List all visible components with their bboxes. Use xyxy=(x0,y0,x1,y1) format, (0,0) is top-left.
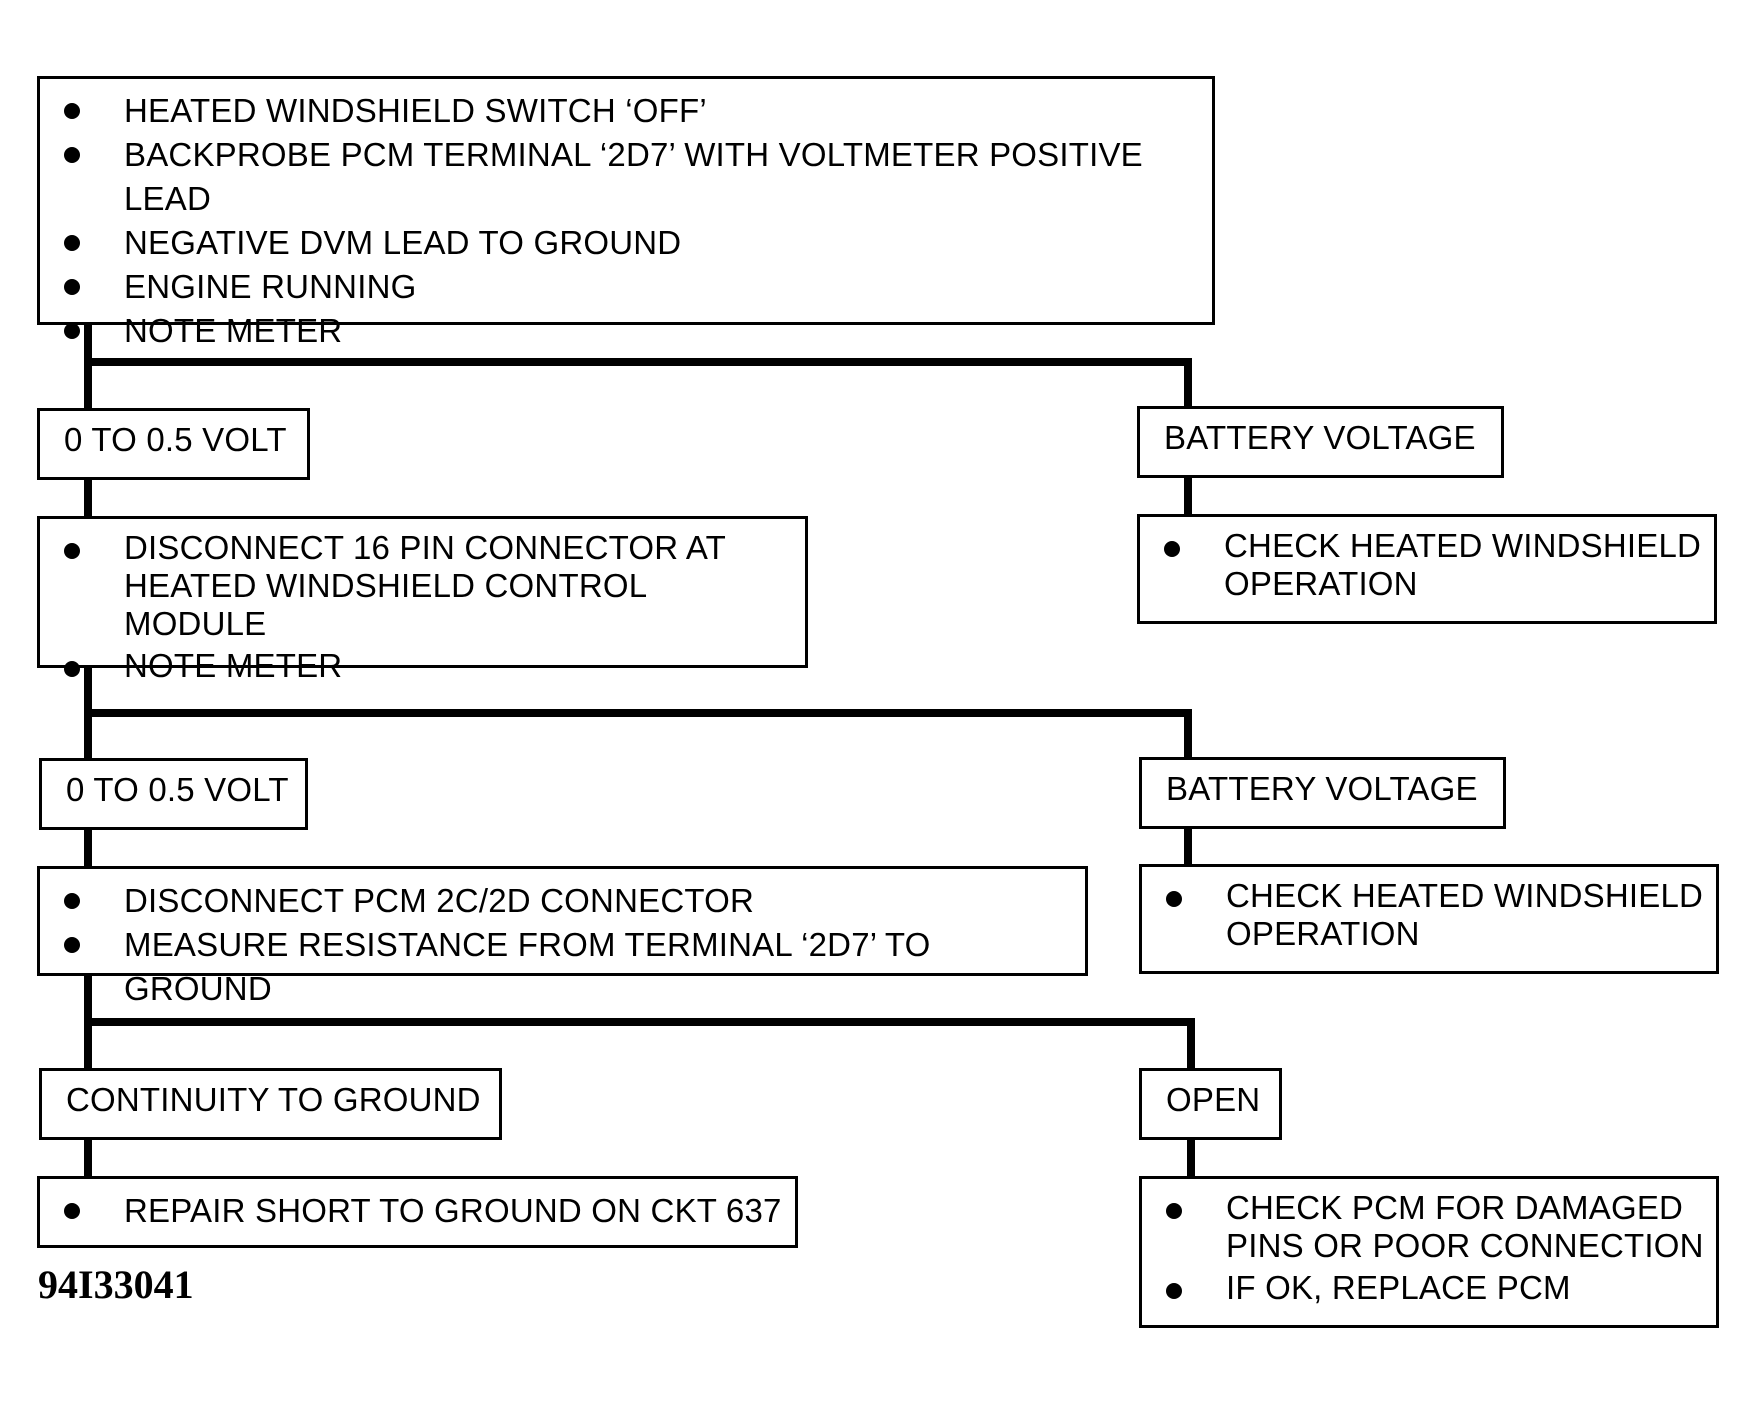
start-step-2: BACKPROBE PCM TERMINAL ‘2D7’ WITH VOLTME… xyxy=(40,133,1202,221)
connector-branch-2 xyxy=(84,709,1192,717)
action-list-repair-short: REPAIR SHORT TO GROUND ON CKT 637 xyxy=(40,1189,785,1233)
connector-left-2 xyxy=(84,828,92,870)
start-instructions-list: HEATED WINDSHIELD SWITCH ‘OFF’ BACKPROBE… xyxy=(40,89,1202,353)
connector-start-down xyxy=(84,325,92,410)
action-list-disconnect-pcm: DISCONNECT PCM 2C/2D CONNECTOR MEASURE R… xyxy=(40,879,1075,1011)
action-check-windshield-2: CHECK HEATED WINDSHIELD OPERATION xyxy=(1142,877,1706,953)
action-repair-short: REPAIR SHORT TO GROUND ON CKT 637 xyxy=(40,1189,785,1233)
start-step-1: HEATED WINDSHIELD SWITCH ‘OFF’ xyxy=(40,89,1202,133)
result-box-battery-voltage-1: BATTERY VOLTAGE xyxy=(1137,406,1504,478)
action-check-pcm-pins: CHECK PCM FOR DAMAGED PINS OR POOR CONNE… xyxy=(1142,1189,1706,1265)
action-list-check-windshield-1: CHECK HEATED WINDSHIELD OPERATION xyxy=(1140,527,1704,603)
action-box-check-pcm: CHECK PCM FOR DAMAGED PINS OR POOR CONNE… xyxy=(1139,1176,1719,1328)
connector-branch-3-right xyxy=(1187,1018,1195,1070)
action-box-disconnect-16-pin: DISCONNECT 16 PIN CONNECTOR AT HEATED WI… xyxy=(37,516,808,684)
start-step-3: NEGATIVE DVM LEAD TO GROUND xyxy=(40,221,1202,265)
result-box-battery-voltage-2: BATTERY VOLTAGE xyxy=(1139,757,1506,829)
result-box-open: OPEN xyxy=(1139,1068,1282,1140)
connector-branch-2-right xyxy=(1184,709,1192,761)
result-box-continuity-to-ground: CONTINUITY TO GROUND xyxy=(39,1068,502,1140)
connector-branch-3 xyxy=(84,1018,1195,1026)
connector-branch-1 xyxy=(84,358,1192,366)
connector-right-3 xyxy=(1187,1138,1195,1180)
connector-branch-1-right xyxy=(1184,358,1192,408)
action-box-check-windshield-1: CHECK HEATED WINDSHIELD OPERATION xyxy=(1137,514,1717,624)
action-box-disconnect-pcm: DISCONNECT PCM 2C/2D CONNECTOR MEASURE R… xyxy=(37,866,1088,1007)
connector-left-3 xyxy=(84,1138,92,1180)
result-box-low-voltage-1: 0 TO 0.5 VOLT xyxy=(37,408,310,480)
action-measure-resistance: MEASURE RESISTANCE FROM TERMINAL ‘2D7’ T… xyxy=(40,923,1075,1011)
connector-left-1 xyxy=(84,478,92,518)
figure-id: 94I33041 xyxy=(38,1262,194,1307)
start-step-4: ENGINE RUNNING xyxy=(40,265,1202,309)
action-disconnect-pcm-connector: DISCONNECT PCM 2C/2D CONNECTOR xyxy=(40,879,1075,923)
result-box-low-voltage-2: 0 TO 0.5 VOLT xyxy=(39,758,308,830)
action-box-repair-short: REPAIR SHORT TO GROUND ON CKT 637 xyxy=(37,1176,798,1248)
connector-right-2 xyxy=(1184,826,1192,868)
action-list-check-pcm: CHECK PCM FOR DAMAGED PINS OR POOR CONNE… xyxy=(1142,1189,1706,1307)
action-list-disconnect-16-pin: DISCONNECT 16 PIN CONNECTOR AT HEATED WI… xyxy=(40,529,795,685)
action-replace-pcm: IF OK, REPLACE PCM xyxy=(1142,1269,1706,1307)
action-note-meter: NOTE METER xyxy=(40,647,795,685)
action-check-windshield-1: CHECK HEATED WINDSHIELD OPERATION xyxy=(1140,527,1704,603)
action-list-check-windshield-2: CHECK HEATED WINDSHIELD OPERATION xyxy=(1142,877,1706,953)
start-instructions-box: HEATED WINDSHIELD SWITCH ‘OFF’ BACKPROBE… xyxy=(37,76,1215,349)
action-disconnect-16-pin: DISCONNECT 16 PIN CONNECTOR AT HEATED WI… xyxy=(40,529,795,643)
start-step-5: NOTE METER xyxy=(40,309,1202,353)
connector-right-1 xyxy=(1184,476,1192,518)
action-box-check-windshield-2: CHECK HEATED WINDSHIELD OPERATION xyxy=(1139,864,1719,974)
